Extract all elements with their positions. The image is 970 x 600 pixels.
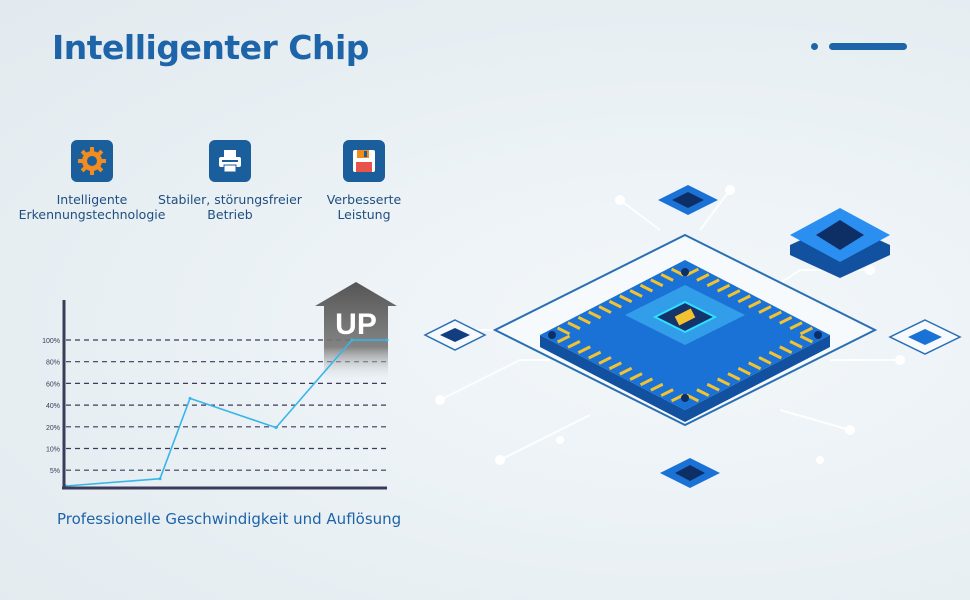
feature-label: Intelligente Erkennungstechnologie	[18, 192, 166, 222]
chip-pin	[670, 393, 685, 403]
chip-pin	[768, 310, 782, 320]
chip-pin	[629, 289, 643, 298]
satellite-chip-right-large	[790, 208, 890, 278]
decorative-bar	[829, 43, 907, 50]
chip-pin	[660, 388, 674, 397]
chip-pin	[685, 267, 700, 277]
data-point	[385, 338, 389, 342]
chip-pin	[629, 372, 643, 381]
chip-pin	[768, 350, 782, 360]
satellite-chip-top	[658, 185, 718, 215]
chip-body-top	[540, 260, 830, 410]
floppy-disk-icon	[343, 140, 385, 182]
chip-pin	[660, 273, 674, 282]
chip-pin	[748, 299, 762, 309]
satellite-chip-bottom	[660, 458, 720, 488]
chip-pin	[748, 361, 762, 371]
chip-pin	[598, 305, 612, 314]
chip-pin	[608, 361, 622, 371]
chip-pin	[758, 305, 772, 314]
chip-pin	[716, 377, 731, 387]
satellite-chip-right	[888, 319, 962, 355]
chip-pin	[608, 299, 622, 309]
feature-stable-operation: Stabiler, störungsfreier Betrieb	[150, 140, 310, 222]
chip-pin	[588, 310, 602, 320]
chip-pin	[639, 283, 654, 293]
data-series-line	[65, 339, 387, 487]
chip-pin	[639, 377, 654, 387]
up-arrow-label: UP	[335, 308, 377, 341]
feature-label: Verbesserte Leistung	[326, 192, 402, 222]
chip-pin	[567, 340, 581, 349]
chip-pin	[650, 278, 664, 288]
y-tick-label: 20%	[46, 425, 60, 432]
chip-pin	[716, 283, 731, 293]
chip-pin	[706, 382, 720, 392]
page-title: Intelligenter Chip	[52, 28, 369, 67]
chip-pin	[619, 294, 633, 304]
chip-pin	[799, 334, 814, 344]
chip-pin	[650, 382, 664, 392]
data-point	[188, 396, 192, 400]
data-point	[274, 426, 278, 430]
feature-improved-performance: Verbesserte Leistung	[284, 140, 444, 222]
chart-caption: Professionelle Geschwindigkeit und Auflö…	[57, 510, 402, 528]
chip-illustration	[423, 185, 962, 488]
y-tick-label: 100%	[42, 338, 60, 345]
chip-pin	[696, 273, 710, 282]
y-tick-label: 10%	[46, 447, 60, 454]
chip-pin	[789, 321, 803, 330]
feature-intelligent-detection: Intelligente Erkennungstechnologie	[12, 140, 172, 222]
performance-chart: 100% 80% 60% 40% 20% 10% 5% UP	[0, 270, 420, 500]
circuit-traces	[439, 189, 900, 461]
chip-pin	[696, 388, 710, 397]
performance-chart-svg: 100% 80% 60% 40% 20% 10% 5% UP	[42, 282, 397, 490]
chip-pin	[588, 350, 602, 360]
chip-core-label	[674, 308, 696, 326]
y-tick-label: 5%	[50, 468, 60, 475]
data-point	[350, 338, 354, 342]
chip-corner-holes	[548, 268, 822, 402]
chip-pin	[779, 315, 793, 325]
feature-label: Stabiler, störungsfreier Betrieb	[158, 192, 302, 222]
chip-pin	[737, 366, 751, 376]
chip-pin	[727, 289, 741, 298]
y-tick-label: 60%	[46, 381, 60, 388]
chip-pin	[619, 366, 633, 376]
up-arrow-shape	[315, 282, 397, 382]
chip-pin	[685, 393, 700, 403]
decorative-dot	[811, 43, 818, 50]
chip-pin	[556, 326, 571, 336]
y-tick-label: 80%	[46, 360, 60, 367]
chip-gold-pins	[556, 267, 814, 403]
chip-pin	[727, 372, 741, 381]
chip-pin	[789, 340, 803, 349]
chip-pin	[737, 294, 751, 304]
printer-icon	[209, 140, 251, 182]
chip-pin	[779, 345, 793, 355]
gear-icon	[71, 140, 113, 182]
y-tick-label: 40%	[46, 403, 60, 410]
chip-pin	[577, 345, 591, 355]
data-point	[158, 477, 162, 481]
chip-pin	[670, 267, 685, 277]
chip-pin	[567, 321, 581, 330]
satellite-chip-left	[423, 319, 487, 351]
chip-pin	[706, 278, 720, 288]
chip-pin	[577, 315, 591, 325]
chip-pin	[758, 356, 772, 365]
chip-pin	[799, 326, 814, 336]
chip-pin	[598, 356, 612, 365]
chip-pin	[556, 334, 571, 344]
